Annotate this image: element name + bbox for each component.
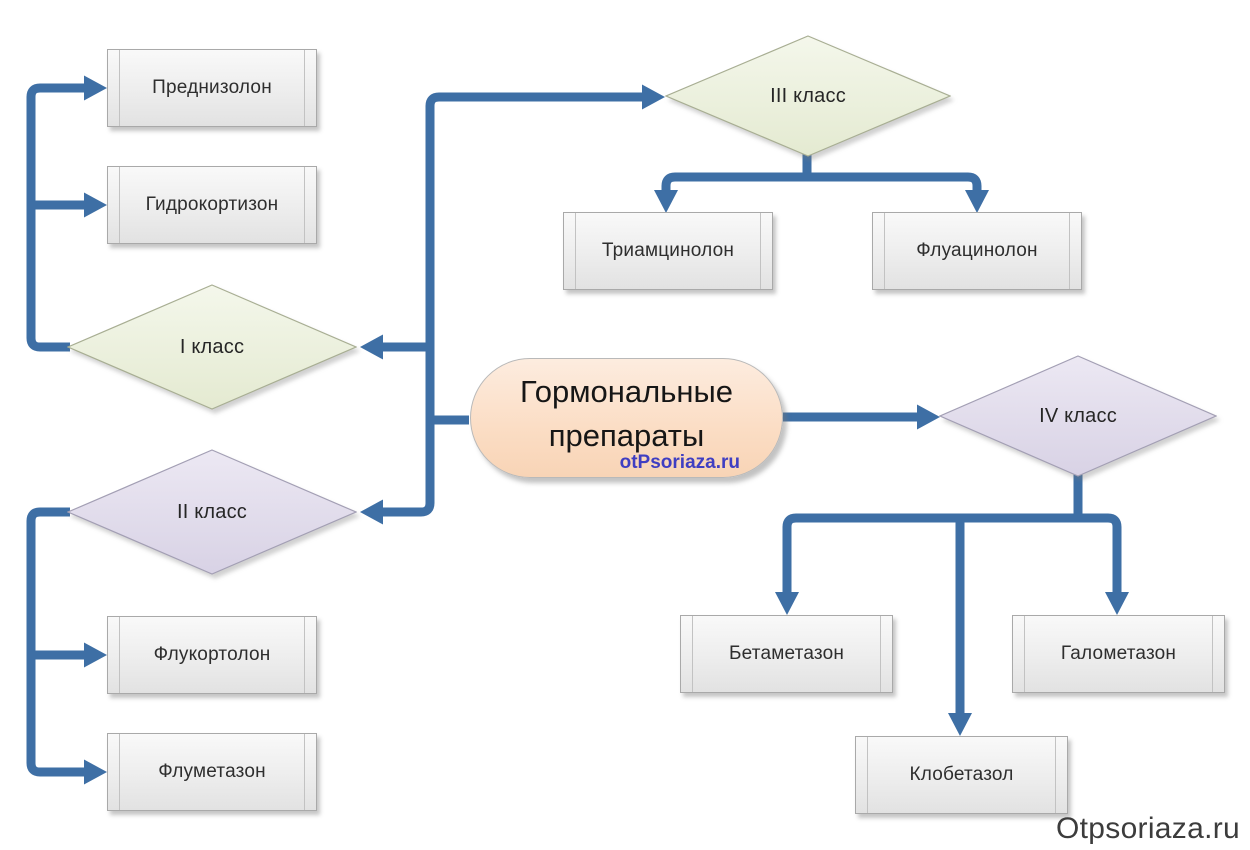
diamond-shape-purple xyxy=(939,355,1217,477)
class-diamond-3: III класс xyxy=(665,35,951,157)
arrowhead-fluacinolon xyxy=(965,190,989,213)
arrowhead-klobetazol xyxy=(948,713,972,736)
root-watermark: otPsoriaza.ru xyxy=(619,452,740,473)
class-label-4: IV класс xyxy=(1039,404,1117,427)
diamond-shape-purple xyxy=(67,449,357,575)
arrowhead-class1 xyxy=(360,334,383,360)
connector-class4-bar xyxy=(782,513,1122,593)
arrowhead-flumetazon xyxy=(84,759,107,785)
arrowhead-triamcinolon xyxy=(654,190,678,213)
drug-box-triamcinolon: Триамцинолон xyxy=(563,212,773,290)
drug-box-flukortolon: Флукортолон xyxy=(107,616,317,694)
drug-box-fluacinolon: Флуацинолон xyxy=(872,212,1082,290)
drug-box-prednizolon: Преднизолон xyxy=(107,49,317,127)
drug-label-gidrokortizon: Гидрокортизон xyxy=(145,194,279,215)
arrowhead-class3 xyxy=(642,84,665,110)
connector-class1-to-prednizolon xyxy=(26,83,84,352)
arrowhead-gidrokortizon xyxy=(84,192,107,218)
class-diamond-2: II класс xyxy=(67,449,357,575)
class-diamond-1: I класс xyxy=(67,284,357,410)
arrowhead-class4 xyxy=(917,404,940,430)
drug-box-klobetazol: Клобетазол xyxy=(855,736,1068,814)
drug-label-klobetazol: Клобетазол xyxy=(909,764,1014,785)
class-label-1: I класс xyxy=(179,335,245,358)
drug-box-betametazon: Бетаметазон xyxy=(680,615,893,693)
drug-box-gidrokortizon: Гидрокортизон xyxy=(107,166,317,244)
drug-label-flukortolon: Флукортолон xyxy=(153,644,271,665)
arrowhead-betametazon xyxy=(775,592,799,615)
root-node: Гормональные препараты otPsoriaza.ru xyxy=(470,358,783,478)
arrowhead-flukortolon xyxy=(84,642,107,668)
diamond-shape-green xyxy=(67,284,357,410)
drug-label-prednizolon: Преднизолон xyxy=(152,77,272,98)
connector-root-trunk xyxy=(383,92,642,517)
drug-label-flumetazon: Флуметазон xyxy=(158,761,266,782)
drug-label-fluacinolon: Флуацинолон xyxy=(916,240,1038,261)
arrowhead-class2 xyxy=(360,499,383,525)
class-diamond-4: IV класс xyxy=(939,355,1217,477)
site-watermark: Otpsoriaza.ru xyxy=(1056,812,1240,845)
arrowhead-galometazon xyxy=(1105,592,1129,615)
drug-box-galometazon: Галометазон xyxy=(1012,615,1225,693)
class-label-2: II класс xyxy=(176,500,248,523)
drug-box-flumetazon: Флуметазон xyxy=(107,733,317,811)
drug-label-galometazon: Галометазон xyxy=(1060,643,1177,664)
connector-class2-to-flumetazon xyxy=(26,507,84,777)
connector-class3-bar xyxy=(661,172,982,191)
diamond-shape-green xyxy=(665,35,951,157)
drug-label-triamcinolon: Триамцинолон xyxy=(601,240,735,261)
drug-label-betametazon: Бетаметазон xyxy=(728,643,845,664)
class-label-3: III класс xyxy=(770,84,846,107)
root-title: Гормональные препараты xyxy=(520,374,733,454)
arrowhead-prednizolon xyxy=(84,75,107,101)
